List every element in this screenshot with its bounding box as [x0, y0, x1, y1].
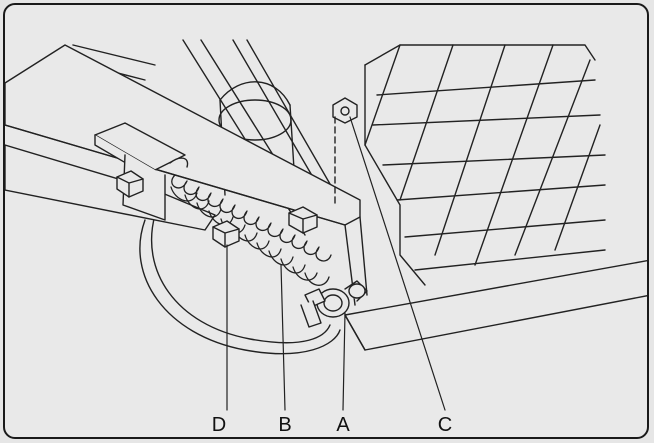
- arm-bolt: [288, 206, 318, 234]
- wheel: [139, 81, 341, 355]
- lower-bar: [344, 260, 647, 351]
- label-c: C: [437, 414, 453, 436]
- label-b: B: [278, 414, 292, 436]
- label-d: D: [211, 414, 227, 436]
- nut-a: [300, 280, 368, 328]
- leader-lines: [226, 116, 446, 411]
- nut-d: [212, 220, 240, 248]
- bracket-bolt: [116, 170, 144, 198]
- label-a: A: [336, 414, 350, 436]
- diagram-frame: D B A C: [3, 3, 649, 439]
- leader-b: [280, 264, 286, 411]
- wire-grate: [364, 44, 606, 286]
- nut-c: [332, 97, 358, 206]
- bracket-plate: [94, 122, 189, 221]
- spring-mechanism-illustration: [5, 39, 647, 411]
- leader-a: [342, 312, 346, 411]
- leader-c: [349, 116, 446, 411]
